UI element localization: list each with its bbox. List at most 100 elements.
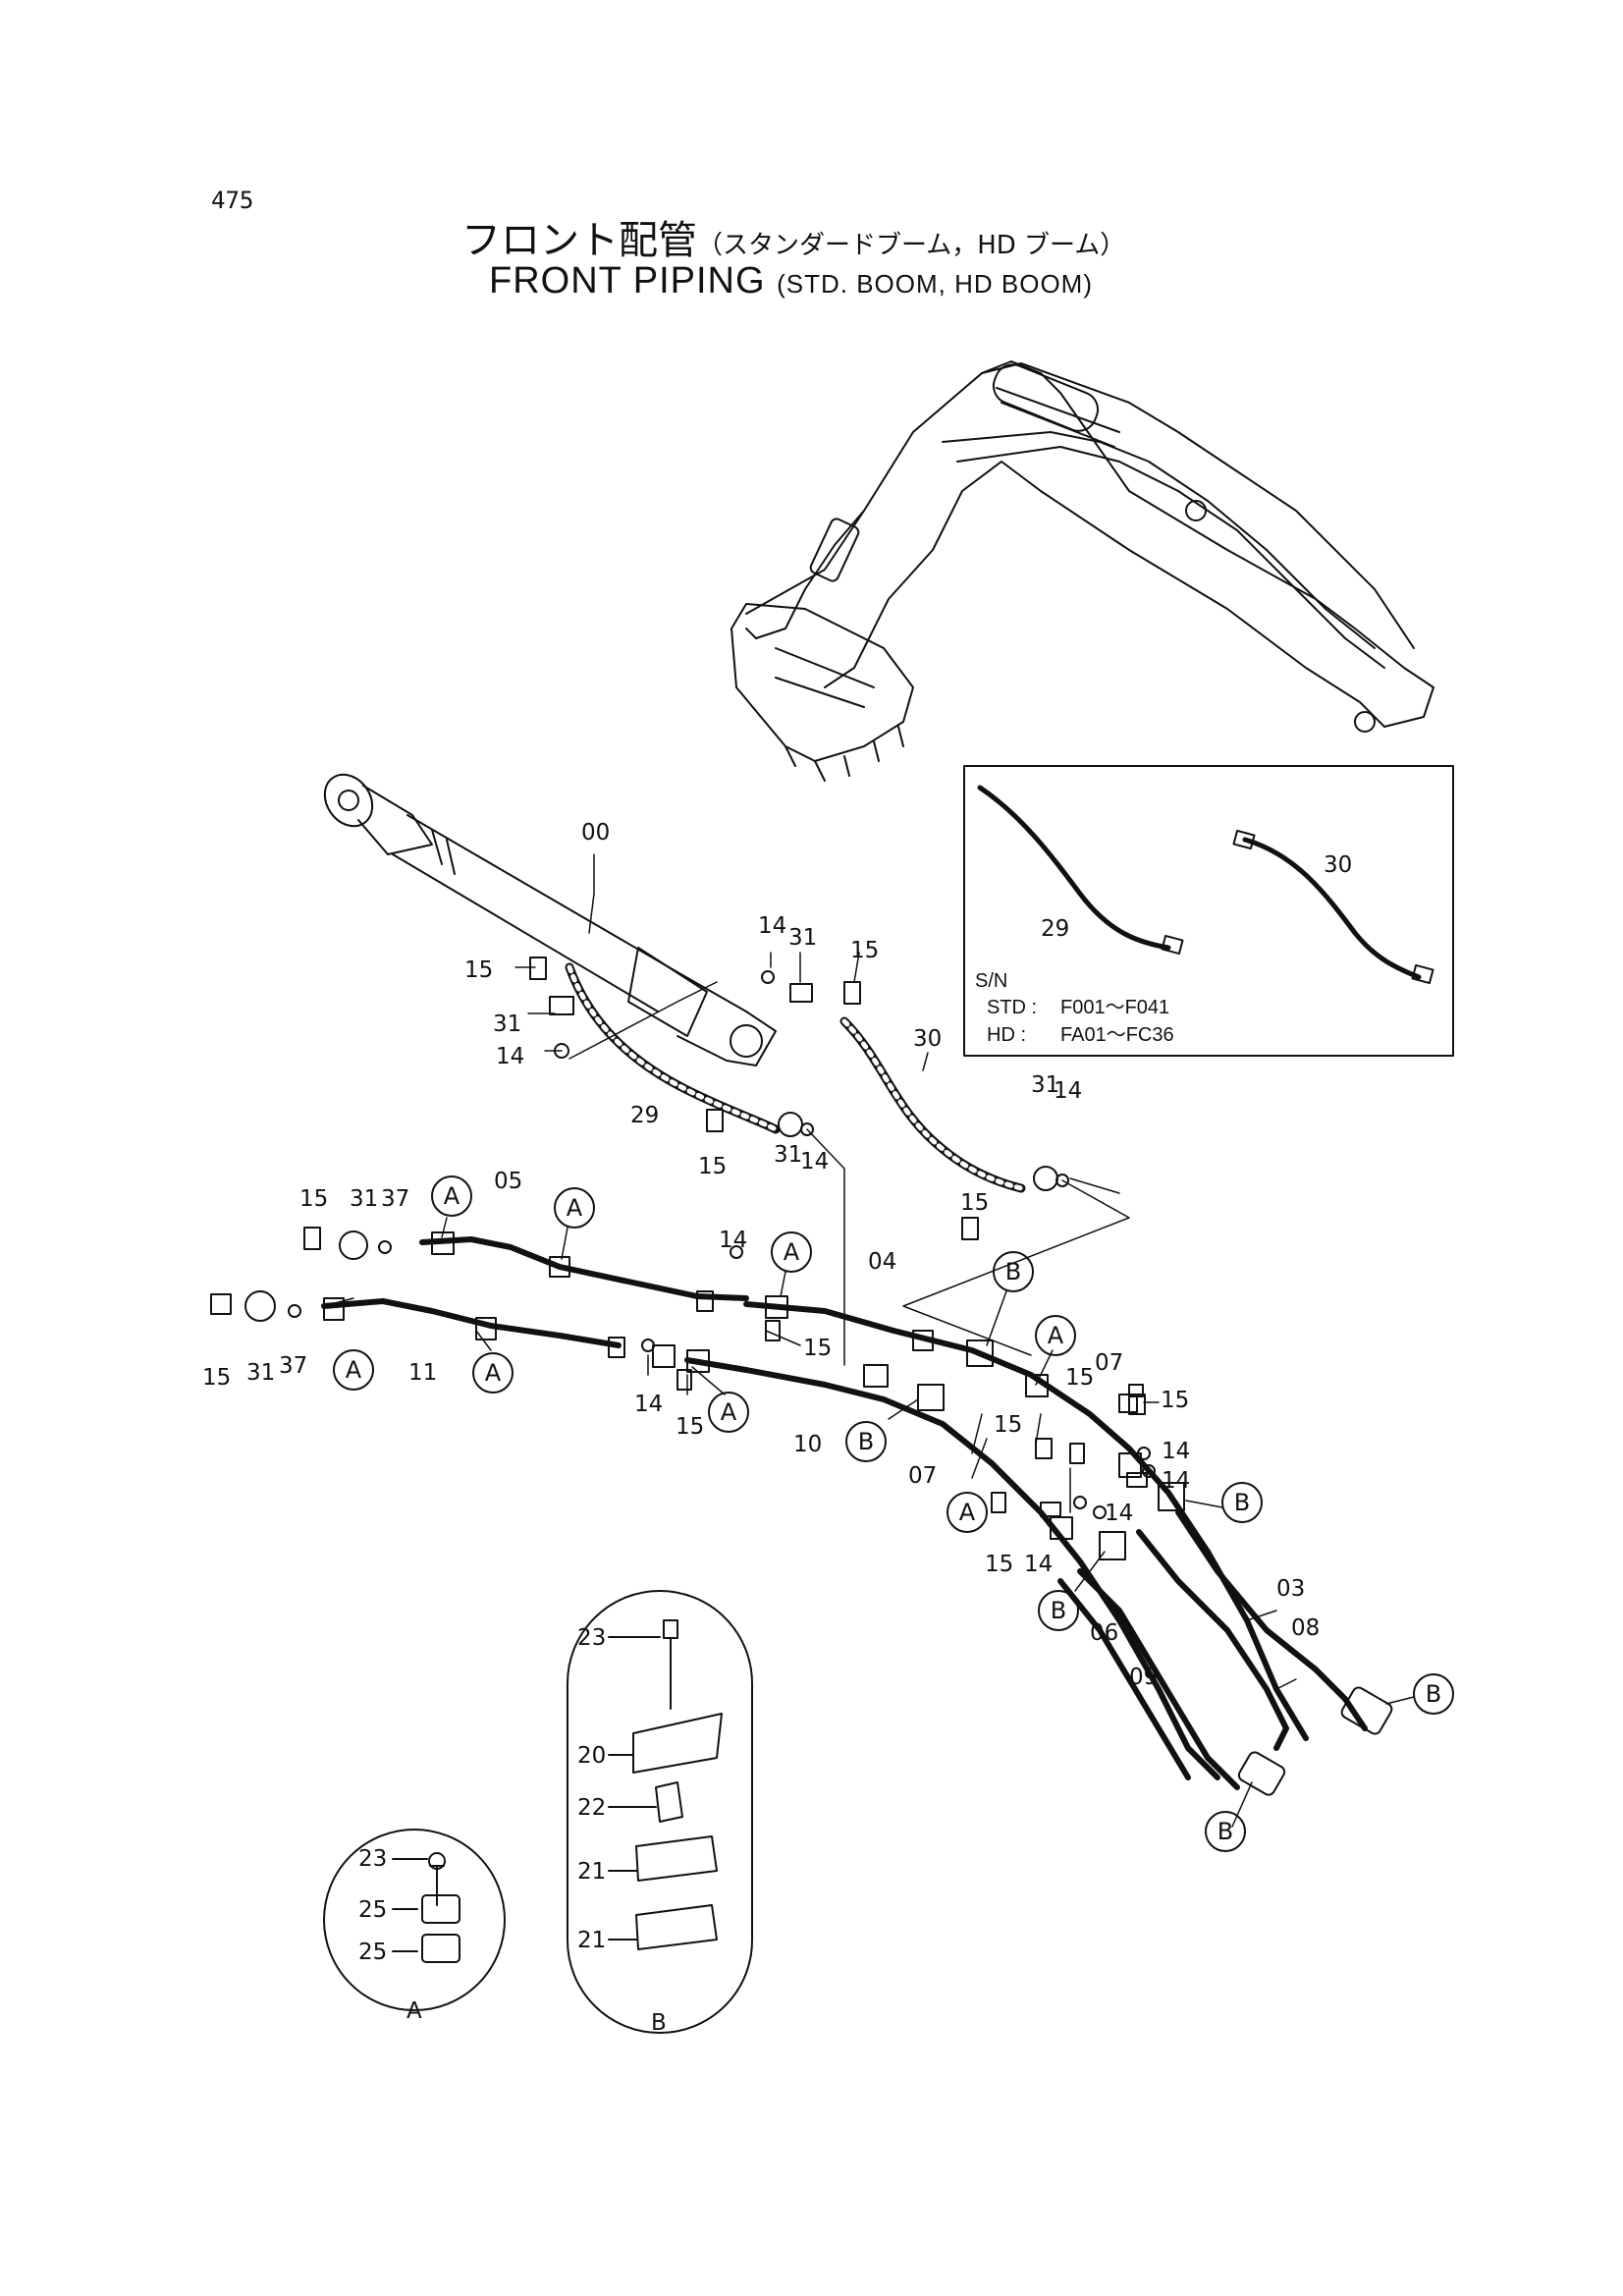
callout-37: 37 — [381, 1186, 409, 1212]
marker-a-3: A — [771, 1231, 812, 1273]
callout-14: 14 — [1105, 1501, 1133, 1526]
hose-29 — [565, 962, 781, 1134]
callout-11: 11 — [408, 1360, 437, 1386]
title-english: FRONT PIPING (STD. BOOM, HD BOOM) — [489, 260, 1093, 302]
callout-04: 04 — [868, 1249, 896, 1275]
callout-15: 15 — [1161, 1388, 1189, 1413]
excavator-boom-illustration — [730, 360, 1434, 782]
fittings — [210, 957, 1156, 1519]
callout-15: 15 — [299, 1186, 328, 1212]
svg-text:B: B — [1217, 1818, 1233, 1845]
marker-b-4: B — [1038, 1590, 1079, 1631]
marker-b-2: B — [845, 1421, 887, 1462]
callout-15: 15 — [803, 1336, 832, 1361]
callout-15: 15 — [1065, 1365, 1094, 1391]
pipe-09 — [1057, 1578, 1191, 1780]
callout-14: 14 — [1162, 1468, 1190, 1494]
pipe-10 — [684, 1357, 1220, 1780]
svg-text:A: A — [346, 1356, 362, 1384]
marker-b-5: B — [1413, 1673, 1454, 1715]
callout-14: 14 — [1054, 1078, 1082, 1104]
callout-06: 06 — [1090, 1620, 1118, 1646]
boom-cylinder — [323, 773, 777, 1066]
detail-a-label: A — [406, 1998, 422, 2024]
marker-b-3: B — [1221, 1482, 1263, 1523]
callout-15: 15 — [850, 938, 879, 963]
svg-text:B: B — [858, 1428, 874, 1455]
callout-14: 14 — [634, 1392, 663, 1417]
inset-label-29: 29 — [1041, 916, 1069, 942]
callout-10: 10 — [793, 1432, 822, 1457]
marker-a-1: A — [431, 1175, 472, 1217]
marker-b-6: B — [1205, 1811, 1246, 1852]
svg-text:B: B — [1234, 1489, 1250, 1516]
std-range: F001～F041 — [1060, 997, 1169, 1018]
detail-b-part-23: 23 — [577, 1625, 606, 1651]
hd-range: FA01～FC36 — [1060, 1024, 1174, 1046]
pipe-04 — [743, 1301, 1309, 1741]
marker-a-2: A — [554, 1187, 595, 1229]
svg-text:A: A — [444, 1182, 460, 1210]
detail-b-label: B — [651, 2010, 667, 2036]
svg-text:B: B — [1426, 1680, 1441, 1708]
detail-a-part-23: 23 — [358, 1846, 387, 1872]
title-japanese: フロント配管（スタンダードブーム，HD ブーム） — [461, 208, 1125, 265]
pipe-06 — [1077, 1568, 1240, 1790]
callout-14: 14 — [800, 1149, 829, 1175]
callout-05: 05 — [494, 1169, 522, 1194]
hd-label: HD : — [987, 1024, 1026, 1046]
title-jp-main: フロント配管 — [461, 218, 697, 263]
inset-box — [963, 765, 1454, 1057]
subtitle-en: (STD. BOOM, HD BOOM) — [777, 269, 1093, 299]
flange-left — [1237, 1751, 1286, 1796]
callout-07: 07 — [1095, 1350, 1123, 1376]
detail-a-part-25: 25 — [358, 1897, 387, 1923]
svg-text:B: B — [1005, 1258, 1021, 1285]
subtitle-jp: （スタンダードブーム，HD ブーム） — [697, 231, 1126, 260]
leader-lines — [514, 853, 1297, 1690]
callout-31: 31 — [350, 1186, 378, 1212]
callout-31: 31 — [246, 1360, 275, 1386]
callout-07: 07 — [908, 1463, 937, 1489]
std-label: STD : — [987, 997, 1037, 1018]
callout-14: 14 — [758, 913, 786, 939]
callout-15: 15 — [994, 1412, 1022, 1438]
callout-15: 15 — [202, 1365, 231, 1391]
marker-a-5: A — [472, 1352, 514, 1394]
callout-14: 14 — [1024, 1552, 1053, 1577]
part-callouts: 00 15 31 14 29 14 31 15 30 15 31 14 31 1… — [202, 820, 1320, 1690]
callout-31: 31 — [774, 1142, 802, 1168]
callout-31: 31 — [1031, 1072, 1059, 1098]
callout-37: 37 — [279, 1353, 307, 1379]
flange-right — [1340, 1686, 1393, 1735]
svg-text:A: A — [1048, 1322, 1064, 1349]
marker-a-8: A — [947, 1492, 988, 1533]
svg-text:A: A — [485, 1359, 502, 1387]
svg-text:A: A — [959, 1499, 976, 1526]
svg-text:A: A — [567, 1194, 583, 1222]
svg-text:A: A — [784, 1238, 800, 1266]
marker-a-6: A — [708, 1392, 749, 1433]
callout-31: 31 — [788, 925, 817, 951]
detail-a-part-25b: 25 — [358, 1940, 387, 1965]
callout-03: 03 — [1276, 1576, 1305, 1602]
marker-b-1: B — [993, 1251, 1034, 1292]
pipe-08 — [1136, 1529, 1289, 1751]
detail-b: 23 20 22 21 21 B — [577, 1625, 667, 2036]
callout-08: 08 — [1291, 1615, 1320, 1641]
callout-09: 09 — [1129, 1665, 1158, 1690]
marker-arrows — [323, 1217, 1415, 1828]
detail-a-outline — [323, 1829, 506, 2011]
inset-text: 29 30 S/N STD : F001～F041 HD : FA01～FC36 — [975, 852, 1352, 1046]
detail-a: 23 25 25 A — [358, 1846, 422, 2024]
title-en-main: FRONT PIPING — [489, 260, 766, 301]
clamps — [323, 1231, 1185, 1560]
callout-14: 14 — [719, 1228, 747, 1253]
callout-15: 15 — [676, 1414, 704, 1440]
callout-15: 15 — [464, 957, 493, 983]
pipe-03 — [1175, 1509, 1368, 1731]
detail-b-part-22: 22 — [577, 1795, 606, 1821]
callout-29: 29 — [630, 1103, 659, 1128]
callout-14: 14 — [496, 1044, 524, 1069]
